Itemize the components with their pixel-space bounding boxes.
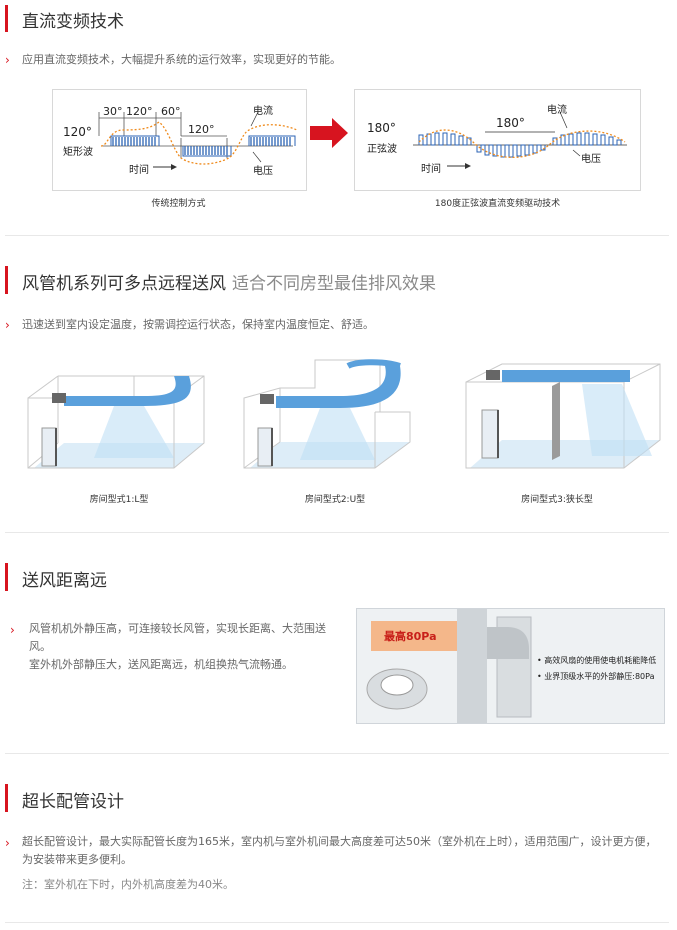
diagram-caption: 传统控制方式 bbox=[151, 199, 206, 209]
angle-60-label: 60° bbox=[161, 105, 181, 118]
section-title-main: 风管机系列可多点远程送风 bbox=[22, 274, 226, 294]
wave-angle-label: 120° bbox=[63, 125, 92, 139]
section-title: 超长配管设计 bbox=[22, 792, 124, 812]
angle-120-label: 120° bbox=[126, 105, 153, 118]
static-pressure-image: 最高80Pa • 高效风扇的使用使电机耗能降低 • 业界顶级水平的外部静压:80… bbox=[356, 608, 665, 724]
diagram-sine-wave-control: 180° 正弦波 180° 电流 电压 时间 bbox=[354, 89, 641, 191]
room-caption: 房间型式3:狭长型 bbox=[521, 495, 593, 505]
section-note: 注：室外机在下时，内外机高度差为40米。 bbox=[22, 878, 234, 891]
chevron-right-icon: › bbox=[5, 53, 10, 67]
angle-180-label: 180° bbox=[496, 116, 525, 130]
section-description: 超长配管设计，最大实际配管长度为165米，室内机与室外机间最大高度差可达50米（… bbox=[22, 835, 657, 866]
arrow-right-icon bbox=[310, 118, 348, 148]
wave-type-label: 矩形波 bbox=[63, 147, 93, 158]
section-description: 迅速送到室内设定温度，按需调控运行状态，保持室内温度恒定、舒适。 bbox=[22, 318, 374, 331]
room-u-shape-illustration bbox=[243, 359, 411, 469]
description-line-1: 风管机机外静压高，可连接较长风管，实现长距离、大范围送风。 bbox=[29, 622, 326, 653]
room-narrow-shape-illustration bbox=[465, 363, 661, 469]
feature-bullet: • 高效风扇的使用使电机耗能降低 bbox=[537, 656, 657, 665]
wave-angle-label: 180° bbox=[367, 121, 396, 135]
divider bbox=[5, 532, 669, 533]
section-title-bar bbox=[5, 266, 8, 294]
angle-30-label: 30° bbox=[103, 105, 123, 118]
section-title: 直流变频技术 bbox=[22, 12, 124, 32]
section-title-bar bbox=[5, 784, 8, 812]
wave-type-label: 正弦波 bbox=[367, 144, 397, 155]
diagram-caption: 180度正弦波直流变频驱动技术 bbox=[434, 199, 561, 209]
voltage-label: 电压 bbox=[581, 154, 601, 165]
chevron-right-icon: › bbox=[10, 623, 15, 637]
divider bbox=[5, 235, 669, 236]
feature-bullet: • 业界顶级水平的外部静压:80Pa bbox=[537, 672, 655, 681]
description-line-2: 室外机外部静压大，送风距离远，机组换热气流畅通。 bbox=[29, 658, 293, 671]
chevron-right-icon: › bbox=[5, 318, 10, 332]
current-label: 电流 bbox=[253, 106, 273, 117]
feature-bullet-text: 高效风扇的使用使电机耗能降低 bbox=[544, 656, 657, 665]
section-title-bar bbox=[5, 563, 8, 591]
section-description: 风管机机外静压高，可连接较长风管，实现长距离、大范围送风。 室外机外部静压大，送… bbox=[29, 620, 347, 674]
angle-120-label: 120° bbox=[188, 123, 215, 136]
feature-bullet-text: 业界顶级水平的外部静压:80Pa bbox=[544, 672, 655, 681]
time-label: 时间 bbox=[129, 165, 149, 176]
section-title: 送风距离远 bbox=[22, 571, 107, 591]
room-caption: 房间型式2:U型 bbox=[304, 495, 366, 505]
room-caption: 房间型式1:L型 bbox=[89, 495, 149, 505]
badge-max-80pa: 最高80Pa bbox=[384, 630, 437, 643]
chevron-right-icon: › bbox=[5, 836, 10, 850]
divider bbox=[5, 753, 669, 754]
section-title-bar bbox=[5, 5, 8, 32]
voltage-label: 电压 bbox=[253, 166, 273, 177]
divider bbox=[5, 922, 669, 923]
current-label: 电流 bbox=[547, 105, 567, 116]
section-title: 风管机系列可多点远程送风适合不同房型最佳排风效果 bbox=[22, 269, 436, 294]
room-l-shape-illustration bbox=[27, 375, 205, 469]
section-subtitle: 适合不同房型最佳排风效果 bbox=[232, 274, 436, 294]
diagram-traditional-control: 120° 矩形波 30° 120° 60° 120° 电流 电压 时间 bbox=[52, 89, 307, 191]
section-description: 应用直流变频技术，大幅提升系统的运行效率，实现更好的节能。 bbox=[22, 53, 341, 66]
time-label: 时间 bbox=[421, 164, 441, 175]
